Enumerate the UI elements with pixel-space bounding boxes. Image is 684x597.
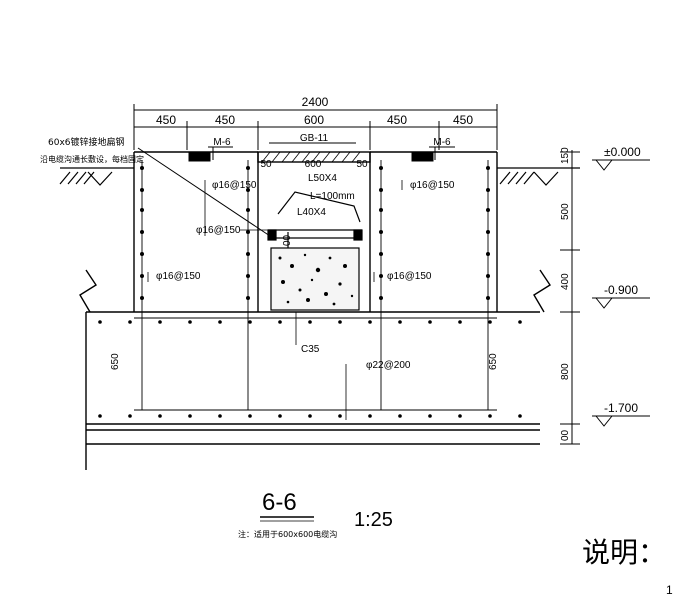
- label-concrete: C35: [301, 344, 320, 355]
- dim-inner-50-left: 50: [260, 159, 272, 170]
- dim-right-800: 800: [560, 363, 571, 380]
- label-angle-main: L50X4: [308, 173, 337, 184]
- elevation-markers: [592, 159, 650, 427]
- dim-right-00: 00: [560, 429, 571, 441]
- dim-seg-2: 450: [215, 113, 235, 127]
- label-rebar-top-left: φ16@150: [212, 180, 257, 191]
- dim-seg-4: 450: [387, 113, 407, 127]
- elevation-bottom: -1.700: [604, 401, 638, 415]
- label-angle-length: L=100mm: [310, 191, 355, 202]
- label-small-00: 00: [282, 234, 293, 246]
- dim-right-500: 500: [560, 203, 571, 220]
- dim-seg-3: 600: [304, 113, 324, 127]
- label-flat-bar-1: 60x6镀锌接地扁钢: [48, 136, 125, 148]
- dim-left-650: 650: [110, 353, 121, 370]
- label-flat-bar-2: 沿电缆沟通长敷设，每档固定: [40, 154, 144, 164]
- rebar-lines: [134, 160, 497, 411]
- label-mark-right: M-6: [433, 137, 451, 148]
- dim-right-400: 400: [560, 273, 571, 290]
- dim-seg-5: 450: [453, 113, 473, 127]
- label-cover: GB-11: [300, 133, 329, 144]
- leaders: [147, 180, 403, 420]
- dim-inner-600: 600: [305, 159, 322, 170]
- label-rebar-base: φ22@200: [366, 360, 411, 371]
- label-mark-left: M-6: [213, 137, 231, 148]
- label-rebar-side-left: φ16@150: [156, 271, 201, 282]
- section-id: 6-6: [262, 489, 297, 516]
- dim-seg-1: 450: [156, 113, 176, 127]
- concrete-block: [270, 247, 360, 311]
- label-angle-small: L40X4: [297, 207, 326, 218]
- section-scale: 1:25: [354, 509, 393, 531]
- angle-bracket: [267, 191, 363, 248]
- label-rebar-inner: φ16@150: [196, 225, 241, 236]
- dim-right-150: 150: [560, 147, 571, 164]
- embedded-plate-marks: [188, 146, 455, 162]
- elevation-top: ±0.000: [604, 145, 641, 159]
- rebar-dots: [98, 166, 522, 418]
- trench-walls: [79, 151, 551, 470]
- dim-inner-50-right: 50: [356, 159, 368, 170]
- section-note: 注：适用于600x600电缆沟: [238, 529, 337, 539]
- dim-total: 2400: [302, 95, 329, 109]
- cover-hatching: [261, 151, 361, 163]
- elevation-mid: -0.900: [604, 283, 638, 297]
- label-rebar-side-right: φ16@150: [387, 271, 432, 282]
- dimension-chain-right: [560, 150, 580, 445]
- notes-item-number: 1: [666, 583, 673, 597]
- dim-right-650: 650: [488, 353, 499, 370]
- dimension-chain-top: [133, 104, 498, 150]
- notes-heading: 说明：: [582, 536, 666, 569]
- concrete-texture: [278, 253, 354, 306]
- label-rebar-top-right: φ16@150: [410, 180, 455, 191]
